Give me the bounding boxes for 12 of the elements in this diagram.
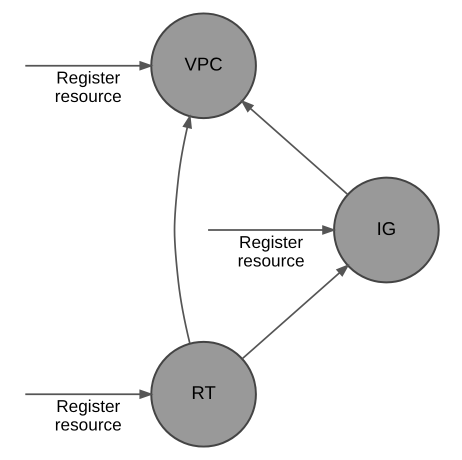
edge-label: Register resource bbox=[54, 396, 122, 435]
node-circle: IG bbox=[332, 176, 440, 284]
arrow bbox=[208, 225, 336, 235]
edge-label: Register resource bbox=[54, 68, 122, 106]
arrow bbox=[24, 389, 153, 400]
node-circle: RT bbox=[150, 340, 256, 448]
node-circle: VPC bbox=[150, 12, 256, 120]
arrow bbox=[173, 114, 192, 344]
arrow bbox=[24, 60, 153, 71]
arrow bbox=[241, 264, 350, 360]
arrow bbox=[240, 100, 348, 196]
edge-label: Register resource bbox=[237, 232, 304, 270]
